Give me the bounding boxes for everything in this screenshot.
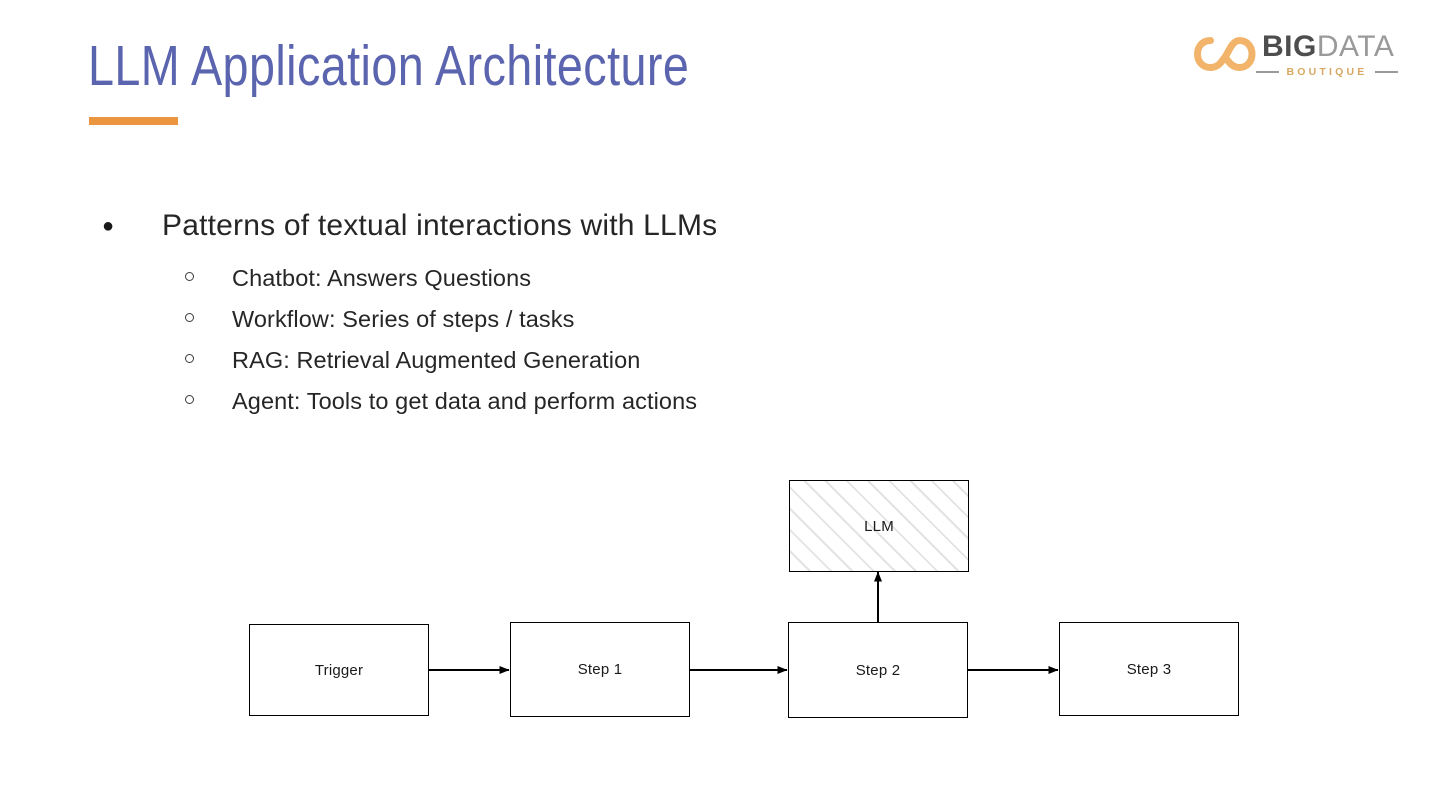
- flow-node-step1[interactable]: Step 1: [510, 622, 690, 717]
- bullet-item-rag: RAG: Retrieval Augmented Generation: [96, 341, 996, 379]
- logo-rule-right: [1374, 71, 1398, 73]
- flow-node-trigger[interactable]: Trigger: [249, 624, 429, 716]
- flow-node-step2[interactable]: Step 2: [788, 622, 968, 718]
- title-accent-underline: [89, 117, 178, 125]
- logo-word-data: DATA: [1316, 30, 1395, 63]
- logo-word-boutique: BOUTIQUE: [1286, 66, 1368, 78]
- flow-node-llm[interactable]: LLM: [789, 480, 969, 572]
- flow-node-step3[interactable]: Step 3: [1059, 622, 1239, 716]
- logo-wordmark: BIG DATA: [1262, 30, 1394, 63]
- bullet-circle-icon: [96, 300, 232, 322]
- brand-logo: BIG DATA BOUTIQUE: [1194, 28, 1398, 84]
- bullet-level2-label: Chatbot: Answers Questions: [232, 265, 532, 291]
- logo-tagline: BOUTIQUE: [1256, 66, 1398, 78]
- flow-node-label: Trigger: [314, 661, 364, 679]
- bullet-circle-icon: [96, 341, 232, 363]
- bullet-item-agent: Agent: Tools to get data and perform act…: [96, 382, 996, 420]
- page-title: LLM Application Architecture: [88, 34, 690, 98]
- flow-node-label: Step 1: [577, 661, 623, 678]
- bullet-level2-label: Workflow: Series of steps / tasks: [232, 306, 575, 332]
- infinity-icon: [1194, 37, 1256, 71]
- flow-node-label: Step 2: [855, 661, 901, 679]
- flow-node-label: LLM: [864, 517, 894, 535]
- bullet-level2-label: RAG: Retrieval Augmented Generation: [232, 347, 641, 373]
- bullet-level1-label: Patterns of textual interactions with LL…: [162, 209, 718, 242]
- bullet-item-level1: ● Patterns of textual interactions with …: [96, 205, 996, 247]
- bullet-disc-icon: ●: [102, 215, 115, 237]
- flow-node-label: Step 3: [1126, 660, 1172, 678]
- bullet-circle-icon: [96, 259, 232, 281]
- bullet-item-workflow: Workflow: Series of steps / tasks: [96, 300, 996, 338]
- bullet-list: ● Patterns of textual interactions with …: [96, 205, 996, 423]
- bullet-item-chatbot: Chatbot: Answers Questions: [96, 259, 996, 297]
- logo-rule-left: [1256, 71, 1280, 73]
- bullet-circle-icon: [96, 382, 232, 404]
- bullet-level2-label: Agent: Tools to get data and perform act…: [232, 388, 698, 414]
- logo-word-big: BIG: [1262, 30, 1317, 63]
